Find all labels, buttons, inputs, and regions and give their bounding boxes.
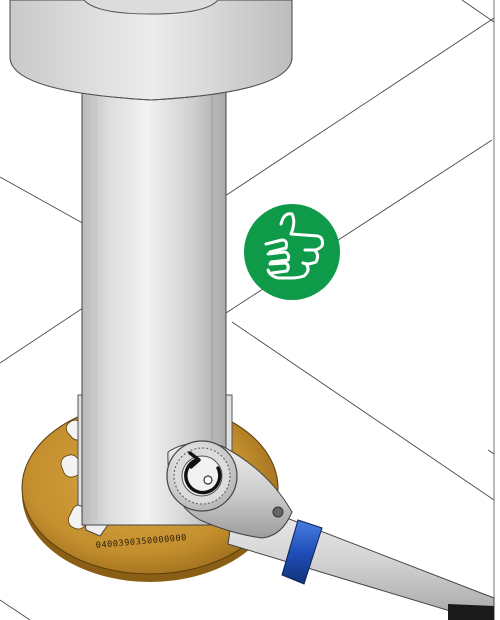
- top-cap: [9, 0, 293, 101]
- thumbs-up-icon: [264, 212, 324, 280]
- torque-wrench: [166, 440, 495, 620]
- ratchet-head: [166, 440, 238, 512]
- clockwise-arrow-icon: [184, 451, 222, 495]
- wrench-blue-band: [281, 519, 323, 585]
- approval-badge: [244, 204, 340, 300]
